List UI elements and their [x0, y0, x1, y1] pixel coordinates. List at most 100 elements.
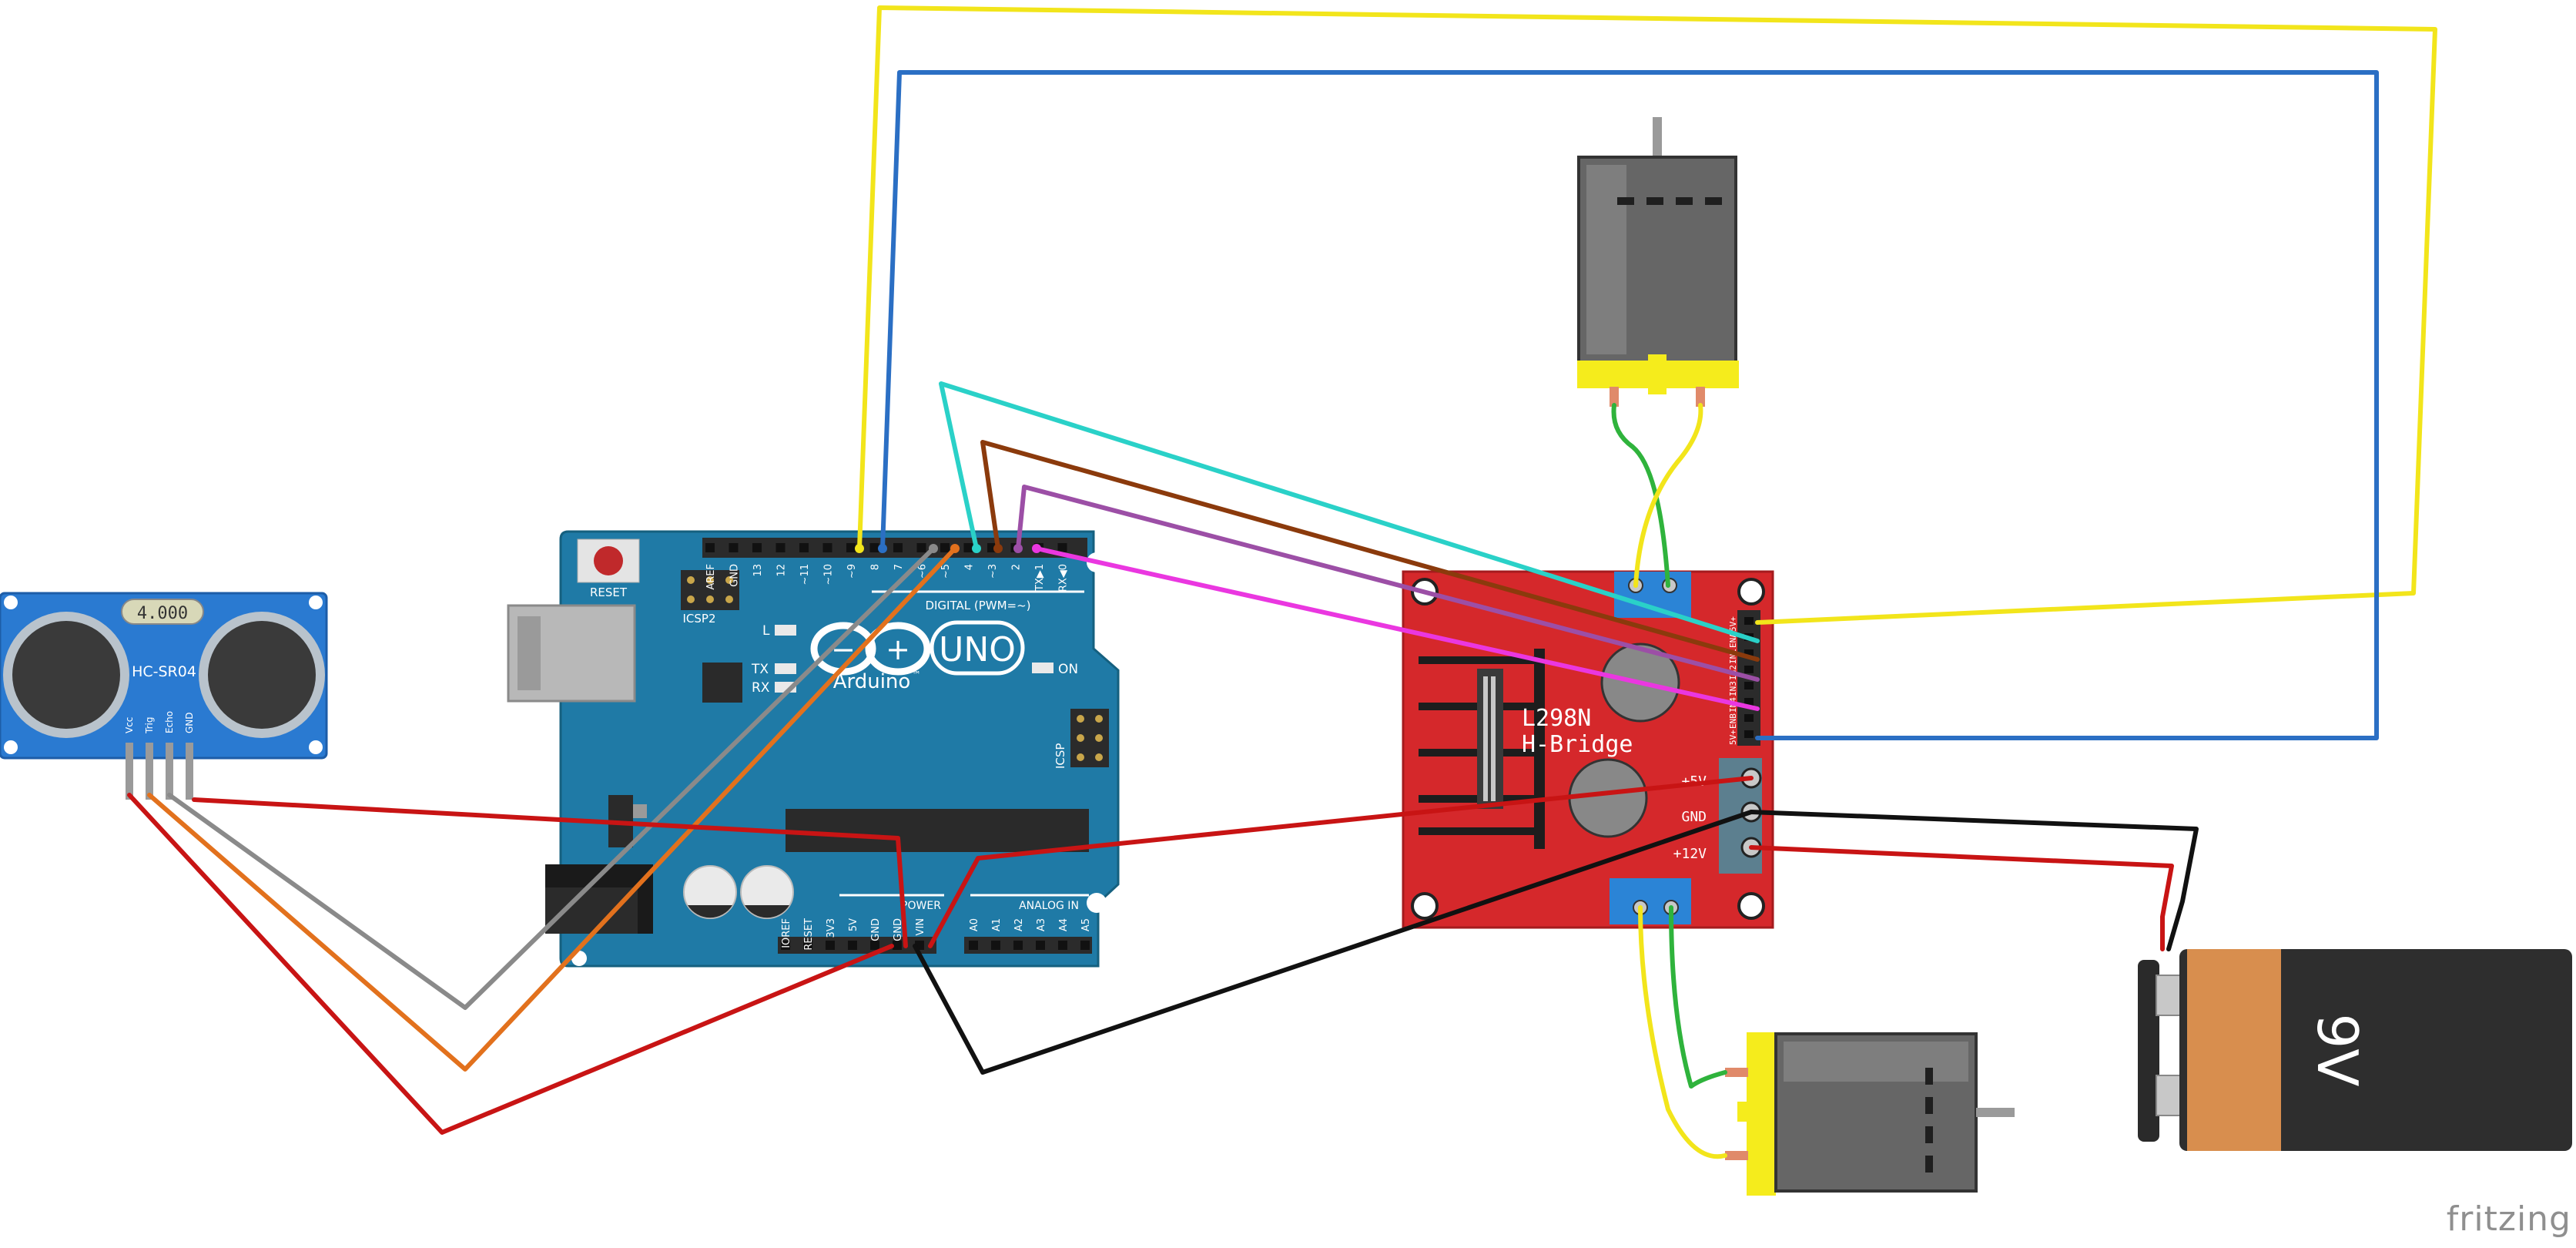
wire-purple[interactable] — [1016, 485, 1760, 682]
pin-label: A2 — [1013, 918, 1025, 931]
sensor-transducer-left-core — [12, 621, 120, 729]
wire-yellow[interactable] — [1633, 403, 1703, 588]
header-pin[interactable] — [826, 941, 835, 950]
wires — [127, 5, 2437, 1159]
wire-black[interactable] — [1749, 810, 2199, 951]
icsp2-header — [681, 570, 739, 610]
motor-top — [1577, 117, 1739, 407]
wire-endpoint — [855, 544, 864, 553]
sensor-pin-label: Echo — [164, 711, 175, 733]
wire-blue[interactable] — [880, 70, 2379, 740]
motor-terminal[interactable] — [1725, 1068, 1748, 1077]
reset-button[interactable] — [594, 546, 623, 575]
motor-cap-tab — [1648, 354, 1667, 394]
header-pin[interactable] — [705, 543, 715, 552]
motor-terminal[interactable] — [1696, 387, 1705, 407]
header-pin[interactable] — [729, 543, 739, 552]
wire-red[interactable] — [127, 793, 894, 1135]
header-pin[interactable] — [1057, 543, 1067, 552]
header-pin[interactable] — [781, 941, 790, 950]
sensor-pin-labels: Vcc Trig Echo GND — [124, 711, 195, 734]
sensor-pin[interactable] — [166, 743, 173, 800]
driver-header-pin[interactable] — [1744, 682, 1754, 689]
wire-black[interactable] — [913, 810, 1754, 1075]
header-pin[interactable] — [963, 543, 973, 552]
header-pin[interactable] — [1080, 941, 1090, 950]
motor-terminal[interactable] — [1610, 387, 1619, 407]
wire-red[interactable] — [192, 797, 908, 948]
wire-yellow[interactable] — [1638, 905, 1727, 1159]
driver-header-pin[interactable] — [1744, 714, 1754, 722]
driver-header-pin[interactable] — [1744, 730, 1754, 738]
sensor-pin-label: Vcc — [124, 717, 135, 733]
motor-a-terminal — [1614, 572, 1691, 618]
driver-ic — [1477, 669, 1503, 809]
sensor-pin-label: Trig — [144, 717, 155, 734]
header-pin[interactable] — [869, 543, 879, 552]
usb-chip — [702, 663, 742, 703]
wire-endpoint — [1032, 544, 1041, 553]
driver-gnd-label: GND — [1681, 809, 1707, 825]
pin-label: VIN — [915, 918, 926, 935]
sensor-pin[interactable] — [126, 743, 133, 800]
battery-label-band — [2187, 949, 2281, 1151]
header-pin[interactable] — [893, 941, 902, 950]
driver-mount-hole — [1737, 578, 1765, 606]
wire-red[interactable] — [1749, 845, 2174, 951]
driver-header-pin[interactable] — [1744, 649, 1754, 657]
pin-label: GND — [729, 564, 741, 587]
header-pin[interactable] — [803, 941, 812, 950]
header-pin[interactable] — [1013, 941, 1023, 950]
header-pin[interactable] — [1058, 941, 1067, 950]
motor-terminal[interactable] — [1725, 1151, 1748, 1160]
header-pin[interactable] — [775, 543, 786, 552]
header-pin[interactable] — [822, 543, 832, 552]
wire-green[interactable] — [1611, 403, 1670, 588]
wire-green[interactable] — [1669, 905, 1727, 1089]
wire-brown[interactable] — [980, 440, 1760, 662]
header-pin[interactable] — [1036, 941, 1045, 950]
pin-label: A3 — [1036, 918, 1047, 931]
pin-label: 7 — [893, 564, 905, 570]
driver-header-pin[interactable] — [1744, 617, 1754, 625]
pin-label: ~6 — [917, 564, 929, 579]
analog-pin-holes — [969, 941, 1090, 950]
pin-label: ~3 — [987, 564, 999, 579]
pin-label: 2 — [1011, 564, 1023, 570]
wire-red[interactable] — [928, 776, 1754, 948]
wire-magenta[interactable] — [1034, 546, 1760, 711]
motor-vents — [1617, 197, 1722, 205]
wire-endpoint — [972, 544, 981, 553]
wire-yellow[interactable] — [857, 5, 2437, 625]
header-pin[interactable] — [848, 941, 857, 950]
header-pin[interactable] — [969, 941, 978, 950]
wire-endpoint — [1013, 544, 1023, 553]
header-pin[interactable] — [991, 941, 1000, 950]
header-pin[interactable] — [893, 543, 903, 552]
motor-cap-tab — [1737, 1102, 1780, 1122]
header-pin[interactable] — [940, 543, 950, 552]
header-pin[interactable] — [799, 543, 809, 552]
motor-body-highlight — [1784, 1042, 1968, 1082]
header-pin[interactable] — [916, 543, 926, 552]
wire-orange[interactable] — [147, 546, 957, 1072]
sensor-pin[interactable] — [146, 743, 153, 800]
wire-gray[interactable] — [167, 546, 936, 1010]
pin-label: 8 — [870, 564, 882, 570]
sensor-transducer-right-core — [208, 621, 316, 729]
driver-header-pin[interactable] — [1744, 666, 1754, 673]
pin-label: A1 — [991, 918, 1003, 931]
sensor-mount-hole — [309, 740, 323, 754]
pin-label: A0 — [969, 918, 980, 931]
driver-header-pin[interactable] — [1744, 698, 1754, 706]
header-pin[interactable] — [752, 543, 762, 552]
header-pin[interactable] — [846, 543, 856, 552]
header-pin[interactable] — [870, 941, 879, 950]
battery-snap — [2138, 960, 2159, 1142]
driver-mount-hole — [1737, 892, 1765, 920]
battery-9v: 9V — [2138, 949, 2572, 1151]
wire-cyan[interactable] — [939, 381, 1760, 643]
analog-label: ANALOG IN — [1019, 900, 1079, 912]
arduino-logo — [810, 622, 931, 676]
sensor-pin[interactable] — [186, 743, 193, 800]
